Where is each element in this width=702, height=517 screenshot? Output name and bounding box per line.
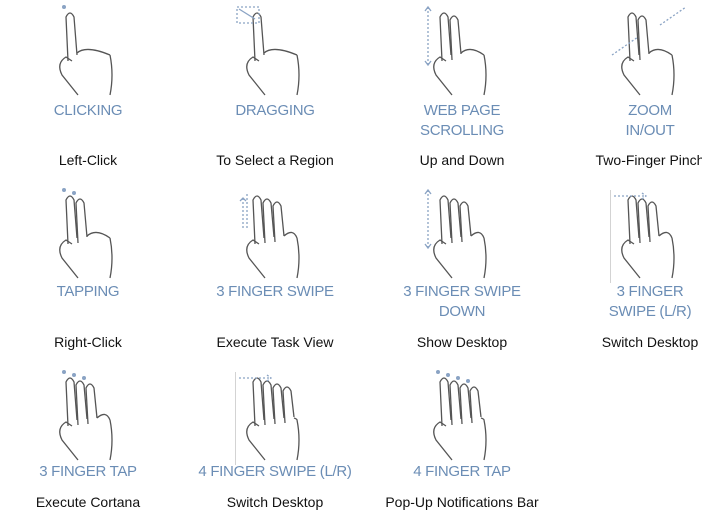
gesture-title: 4 FINGER SWIPE (L/R) bbox=[185, 462, 365, 482]
gesture-title: ZOOM IN/OUT bbox=[560, 101, 702, 141]
three-finger-swipe-lr-icon bbox=[609, 188, 690, 283]
gesture-description: Left-Click bbox=[58, 152, 118, 168]
gesture-title: 3 FINGER TAP bbox=[0, 462, 178, 482]
gesture-description: Switch Desktop bbox=[226, 494, 324, 510]
gesture-title-line: 4 FINGER SWIPE (L/R) bbox=[198, 463, 352, 480]
gesture-description: Execute Task View bbox=[216, 334, 334, 350]
one-finger-tap-icon bbox=[48, 5, 128, 100]
four-finger-tap-icon bbox=[422, 370, 502, 465]
gesture-title-line: WEB PAGE bbox=[423, 102, 501, 119]
gesture-description: Pop-Up Notifications Bar bbox=[385, 494, 539, 510]
gesture-title-line: IN/OUT bbox=[625, 122, 675, 139]
gesture-description: Switch Desktop bbox=[601, 334, 699, 350]
gesture-title: DRAGGING bbox=[185, 101, 365, 121]
one-finger-drag-icon bbox=[235, 5, 315, 100]
gesture-title-line: DRAGGING bbox=[235, 102, 315, 119]
gesture-title: 3 FINGER SWIPE bbox=[185, 282, 365, 302]
gesture-title-line: 3 FINGER SWIPE bbox=[403, 283, 521, 300]
gesture-description: Right-Click bbox=[54, 334, 122, 350]
gesture-title-line: 3 FINGER bbox=[616, 283, 684, 300]
gesture-description: Two-Finger Pinch bbox=[595, 152, 702, 168]
four-finger-swipe-lr-icon bbox=[234, 370, 315, 465]
gesture-title: TAPPING bbox=[0, 282, 178, 302]
two-finger-tap-icon bbox=[48, 188, 128, 283]
three-finger-swipe-down-icon bbox=[422, 188, 502, 283]
gesture-title: WEB PAGE SCROLLING bbox=[372, 101, 552, 141]
gesture-description: Up and Down bbox=[419, 152, 505, 168]
gesture-title-line: TAPPING bbox=[56, 283, 120, 300]
gesture-title: CLICKING bbox=[0, 101, 178, 121]
gesture-title-line: DOWN bbox=[438, 303, 486, 320]
gesture-title-line: 4 FINGER TAP bbox=[413, 463, 511, 480]
gesture-title: 3 FINGER SWIPE (L/R) bbox=[560, 282, 702, 322]
gesture-title-line: SWIPE (L/R) bbox=[608, 303, 692, 320]
gesture-title-line: SCROLLING bbox=[420, 122, 504, 139]
three-finger-swipe-up-icon bbox=[235, 188, 315, 283]
gesture-title: 3 FINGER SWIPE DOWN bbox=[372, 282, 552, 322]
gesture-description: Execute Cortana bbox=[35, 494, 141, 510]
gesture-description: To Select a Region bbox=[216, 152, 334, 168]
gesture-title-line: ZOOM bbox=[628, 102, 672, 119]
gesture-title-line: 3 FINGER TAP bbox=[39, 463, 137, 480]
two-finger-scroll-icon bbox=[422, 5, 502, 100]
three-finger-tap-icon bbox=[48, 370, 128, 465]
gesture-description: Show Desktop bbox=[416, 334, 508, 350]
gesture-title-line: 3 FINGER SWIPE bbox=[216, 283, 334, 300]
pinch-zoom-icon bbox=[610, 5, 690, 100]
gesture-title-line: CLICKING bbox=[53, 102, 123, 119]
gesture-title: 4 FINGER TAP bbox=[372, 462, 552, 482]
